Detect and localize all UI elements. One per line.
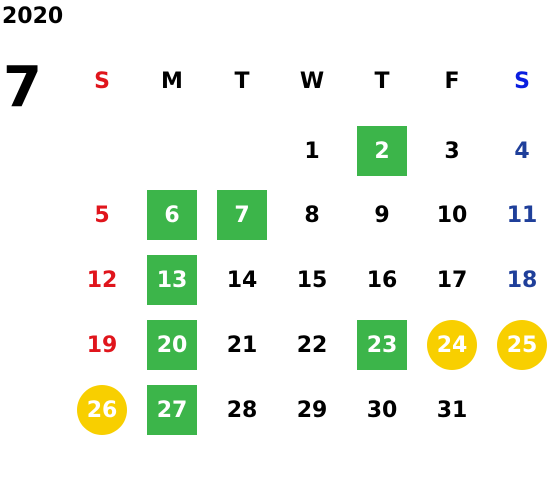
day-cell: 17: [436, 267, 468, 293]
day-cell-green: 13: [147, 255, 197, 305]
day-cell-yellow: 25: [497, 320, 547, 370]
day-cell: 16: [366, 267, 398, 293]
day-cell: 10: [436, 202, 468, 228]
day-cell: 18: [506, 267, 538, 293]
day-cell: 11: [506, 202, 538, 228]
day-cell: 12: [86, 267, 118, 293]
day-cell-yellow: 24: [427, 320, 477, 370]
day-cell: 22: [296, 332, 328, 358]
day-cell: 31: [436, 397, 468, 423]
day-cell-green: 20: [147, 320, 197, 370]
day-cell: 8: [304, 202, 320, 228]
weekday-header: T: [374, 68, 390, 94]
day-cell: 29: [296, 397, 328, 423]
day-cell: 4: [514, 138, 530, 164]
weekday-header: W: [299, 68, 325, 94]
weekday-header: S: [94, 68, 110, 94]
day-cell: 15: [296, 267, 328, 293]
weekday-header: S: [514, 68, 530, 94]
year-label: 2020: [2, 4, 64, 29]
day-cell: 3: [444, 138, 460, 164]
month-label: 7: [3, 55, 42, 120]
day-cell-green: 2: [357, 126, 407, 176]
weekday-header: M: [161, 68, 183, 94]
day-cell: 5: [94, 202, 110, 228]
weekday-header: T: [234, 68, 250, 94]
day-cell-yellow: 26: [77, 385, 127, 435]
day-cell: 19: [86, 332, 118, 358]
day-cell: 9: [374, 202, 390, 228]
day-cell: 1: [304, 138, 320, 164]
day-cell: 28: [226, 397, 258, 423]
day-cell: 30: [366, 397, 398, 423]
day-cell-green: 23: [357, 320, 407, 370]
day-cell-green: 6: [147, 190, 197, 240]
day-cell-green: 7: [217, 190, 267, 240]
day-cell: 21: [226, 332, 258, 358]
day-cell: 14: [226, 267, 258, 293]
weekday-header: F: [444, 68, 460, 94]
day-cell-green: 27: [147, 385, 197, 435]
